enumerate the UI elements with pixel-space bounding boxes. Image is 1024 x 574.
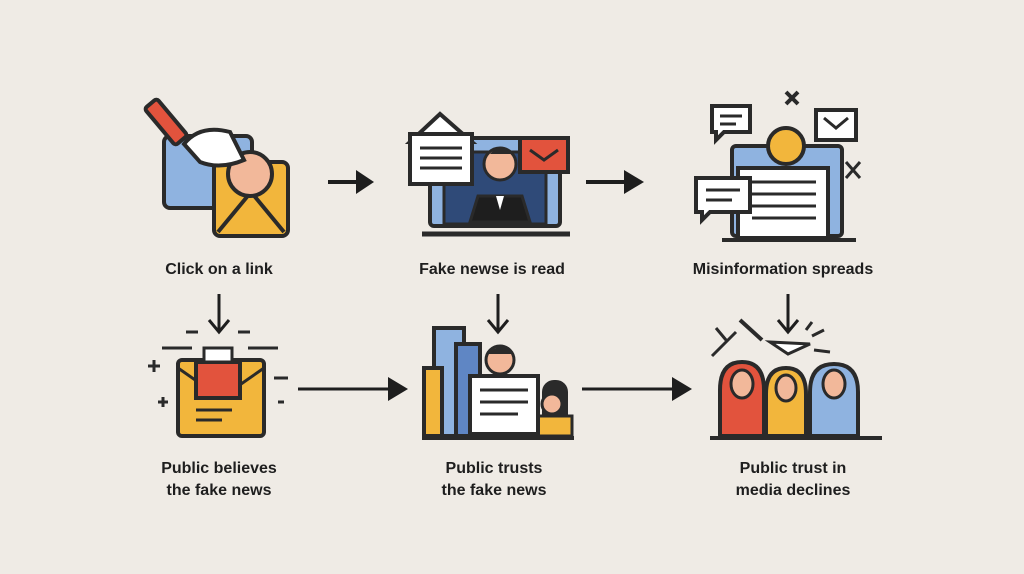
arrow-right-3 bbox=[296, 374, 410, 404]
arrow-down-3 bbox=[774, 292, 802, 336]
arrow-down-2 bbox=[484, 292, 512, 336]
step-caption-click-link: Click on a link bbox=[165, 261, 273, 278]
step-caption-public-believes: Public believes the fake news bbox=[161, 460, 277, 499]
step-caption-misinformation: Misinformation spreads bbox=[692, 261, 874, 278]
arrow-down-1 bbox=[205, 292, 233, 336]
city-newspaper-icon bbox=[418, 318, 578, 442]
step-caption-public-trusts: Public trusts the fake news bbox=[441, 460, 547, 499]
hand-click-envelope-icon bbox=[140, 84, 300, 244]
step-caption-news-read: Fake newse is read bbox=[419, 261, 565, 278]
ballot-box-icon bbox=[138, 318, 298, 442]
arrow-right-2 bbox=[584, 168, 646, 196]
crowd-icon bbox=[706, 318, 886, 442]
arrow-right-4 bbox=[580, 374, 694, 404]
arrow-right-1 bbox=[326, 168, 376, 196]
spreading-messages-icon bbox=[690, 86, 870, 244]
laptop-news-icon bbox=[400, 102, 580, 244]
step-caption-trust-declines: Public trust in media declines bbox=[735, 460, 851, 499]
